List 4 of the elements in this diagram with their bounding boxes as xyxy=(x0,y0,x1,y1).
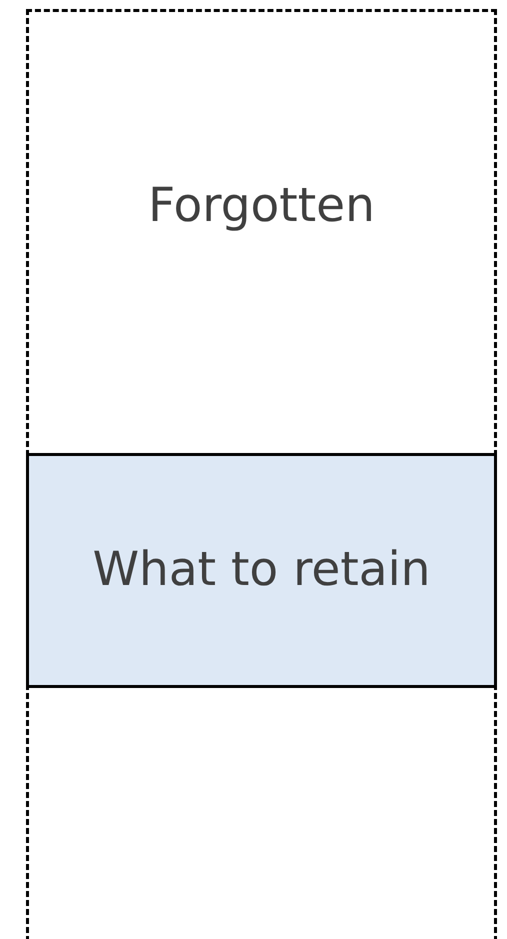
region-label: Forgotten xyxy=(148,177,375,235)
highlight-box xyxy=(26,453,497,688)
dashed-region xyxy=(26,9,497,939)
box-label: What to retain xyxy=(92,541,430,600)
